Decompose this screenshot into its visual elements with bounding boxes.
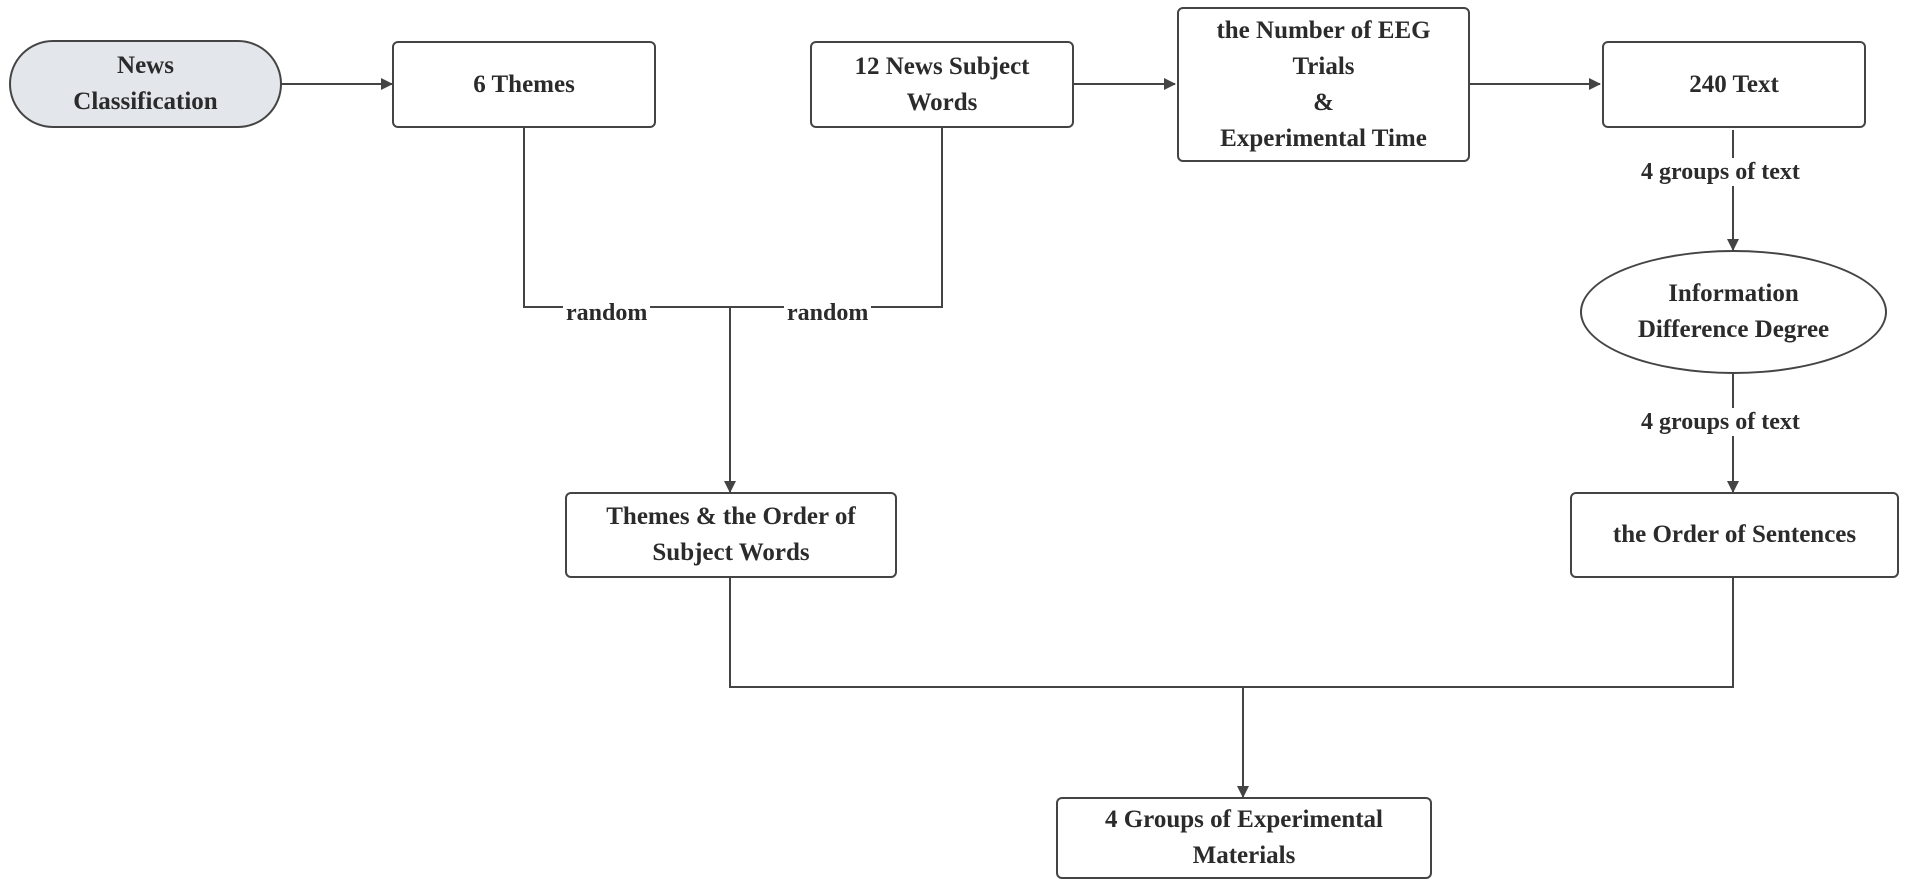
node-240-text: 240 Text (1602, 41, 1866, 128)
edge-subjects-to-junction (730, 128, 943, 308)
edge-themes-order-to-merge (729, 576, 1243, 688)
node-six-themes: 6 Themes (392, 41, 656, 128)
label-random-left: random (563, 299, 651, 327)
edge-themes-to-junction (523, 128, 730, 308)
label-groups-top: 4 groups of text (1638, 158, 1803, 186)
edge-sentences-to-merge (1243, 576, 1734, 688)
label-groups-bottom: 4 groups of text (1638, 408, 1803, 436)
label-random-right: random (784, 299, 872, 327)
node-sentence-order: the Order of Sentences (1570, 492, 1899, 578)
